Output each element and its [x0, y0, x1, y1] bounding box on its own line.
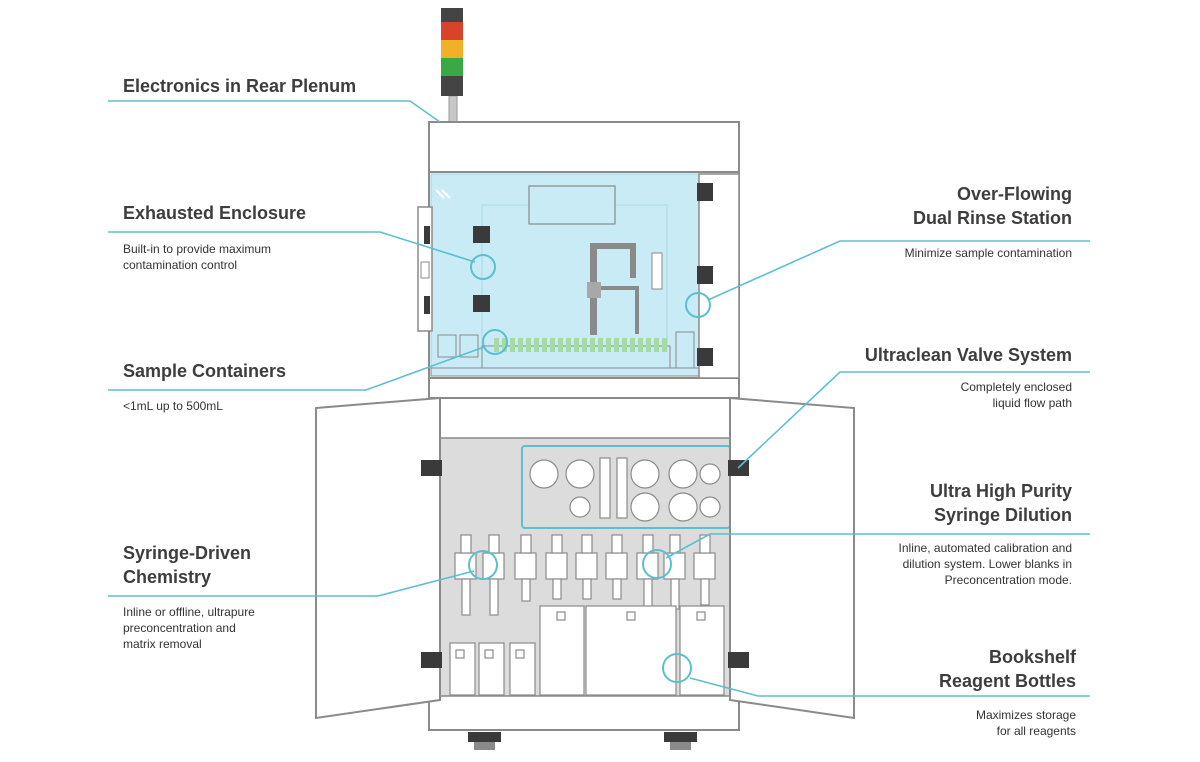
- leader-lines: [108, 100, 1090, 697]
- leader-rear-plenum: [108, 100, 441, 123]
- right-door: [728, 396, 855, 720]
- callout-title: Ultra High Purity Syringe Dilution: [929, 481, 1072, 525]
- left-door: [315, 396, 442, 720]
- callout-reagent-bottles: Bookshelf Reagent Bottles Maximizes stor…: [776, 645, 1076, 739]
- callout-title: Bookshelf Reagent Bottles: [938, 647, 1076, 691]
- enclosure-side-door: [417, 206, 433, 332]
- callout-rear-plenum: Electronics in Rear Plenum: [123, 74, 423, 98]
- leader-syringe-dilution: [665, 533, 1090, 559]
- callout-title: Over-Flowing Dual Rinse Station: [912, 184, 1072, 228]
- callout-description: Inline, automated calibration and diluti…: [898, 541, 1072, 587]
- callout-title: Syringe-Driven Chemistry: [123, 543, 252, 587]
- leader-valve-system: [737, 371, 1090, 469]
- callout-syringe-dilution: Ultra High Purity Syringe Dilution Inlin…: [772, 479, 1072, 588]
- callout-valve-system: Ultraclean Valve System Completely enclo…: [772, 343, 1072, 411]
- callout-title: Exhausted Enclosure: [123, 203, 307, 223]
- lower-cabinet: [428, 397, 740, 750]
- leader-reagent-bottles: [689, 677, 1090, 697]
- callout-syringe-chemistry: Syringe-Driven Chemistry Inline or offli…: [123, 541, 363, 652]
- callout-description: Completely enclosed liquid flow path: [960, 380, 1072, 410]
- callout-description: Maximizes storage for all reagents: [975, 708, 1076, 738]
- callout-description: <1mL up to 500mL: [123, 399, 223, 413]
- callout-sample-containers: Sample Containers <1mL up to 500mL: [123, 359, 363, 414]
- callout-description: Minimize sample contamination: [904, 246, 1072, 260]
- leader-exhausted-enclosure: [108, 231, 476, 263]
- callout-rinse-station: Over-Flowing Dual Rinse Station Minimize…: [772, 182, 1072, 261]
- callout-title: Sample Containers: [123, 361, 287, 381]
- leader-rinse-station: [707, 240, 1090, 301]
- leader-sample-containers: [108, 346, 485, 391]
- callout-description: Inline or offline, ultrapure preconcentr…: [123, 605, 255, 651]
- callout-title: Electronics in Rear Plenum: [123, 76, 357, 96]
- leader-syringe-chemistry: [108, 570, 475, 597]
- callout-exhausted-enclosure: Exhausted Enclosure Built-in to provide …: [123, 201, 383, 273]
- rinse-station-panel: [697, 173, 740, 379]
- exhausted-enclosure: [430, 173, 700, 377]
- highlight-circle-icon: [468, 254, 711, 683]
- signal-tower-icon: [441, 8, 463, 123]
- callout-description: Built-in to provide maximum contaminatio…: [123, 242, 272, 272]
- callout-title: Ultraclean Valve System: [864, 345, 1072, 365]
